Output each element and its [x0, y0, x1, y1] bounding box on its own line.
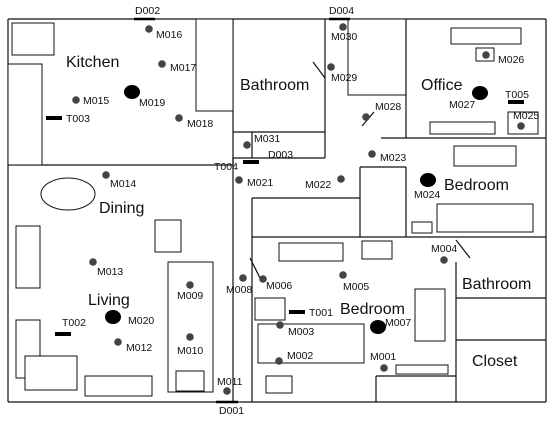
motion-sensor-m021: [235, 176, 243, 184]
motion-sensor-m016: [145, 25, 153, 33]
interior-walls: [7, 18, 546, 402]
motion-label-m018: M018: [187, 118, 213, 130]
motion-sensors: M016 M017 M015 M019 M018 M030 M029 M026 …: [72, 23, 539, 395]
motion-sensor-m002: [275, 357, 283, 365]
room-label-bathroom-top: Bathroom: [240, 77, 309, 94]
motion-sensor-m023: [368, 150, 376, 158]
room-label-bathroom-right: Bathroom: [462, 276, 531, 293]
motion-sensor-m014: [102, 171, 110, 179]
motion-sensor-m017: [158, 60, 166, 68]
temp-label-t001: T001: [309, 307, 333, 319]
motion-label-m010: M010: [177, 345, 203, 357]
door-label-d002: D002: [135, 5, 160, 17]
motion-sensor-m006: [259, 275, 267, 283]
motion-sensor-m022: [337, 175, 345, 183]
motion-label-m022: M022: [305, 179, 331, 191]
room-label-bedroom-center: Bedroom: [340, 301, 405, 318]
motion-sensor-m005: [339, 271, 347, 279]
motion-label-m019: M019: [139, 97, 165, 109]
motion-sensor-m010: [186, 333, 194, 341]
temp-sensor-t005: [508, 100, 524, 104]
temp-sensor-t002: [55, 332, 71, 336]
temp-sensor-t003: [46, 116, 62, 120]
motion-sensor-m015: [72, 96, 80, 104]
motion-sensor-m031: [243, 141, 251, 149]
motion-label-m031: M031: [254, 133, 280, 145]
room-label-kitchen: Kitchen: [66, 54, 119, 71]
room-labels: Kitchen Bathroom Office Dining Bedroom L…: [66, 54, 531, 370]
door-label-d003: D003: [268, 149, 293, 161]
motion-label-m002: M002: [287, 350, 313, 362]
motion-sensor-m003: [276, 321, 284, 329]
temp-sensor-t004: [243, 160, 259, 164]
motion-label-m006: M006: [266, 280, 292, 292]
motion-label-m020: M020: [128, 315, 154, 327]
room-label-closet: Closet: [472, 353, 518, 370]
motion-label-m003: M003: [288, 326, 314, 338]
motion-label-m015: M015: [83, 95, 109, 107]
motion-label-m014: M014: [110, 178, 136, 190]
motion-sensor-m009: [186, 281, 194, 289]
motion-sensor-m007: [370, 320, 386, 334]
motion-label-m024: M024: [414, 189, 440, 201]
motion-sensor-m024: [420, 173, 436, 187]
motion-label-m027: M027: [449, 99, 475, 111]
motion-label-m017: M017: [170, 62, 196, 74]
motion-label-m012: M012: [126, 342, 152, 354]
motion-label-m011: M011: [217, 376, 243, 388]
motion-sensor-m004: [440, 256, 448, 264]
motion-sensor-m020: [105, 310, 121, 324]
motion-sensor-m001: [380, 364, 388, 372]
motion-label-m013: M013: [97, 266, 123, 278]
temp-label-t004: T004: [214, 161, 238, 173]
motion-label-m029: M029: [331, 72, 357, 84]
motion-sensor-m012: [114, 338, 122, 346]
motion-sensor-m030: [339, 23, 347, 31]
motion-sensor-m028: [362, 113, 370, 121]
motion-sensor-m025: [517, 122, 525, 130]
room-label-dining: Dining: [99, 200, 144, 217]
temperature-sensors: T003 T004 T005 T001 T002: [46, 89, 529, 336]
furniture: [11, 22, 539, 397]
motion-label-m028: M028: [375, 101, 401, 113]
room-label-office: Office: [421, 77, 463, 94]
motion-label-m001: M001: [370, 351, 396, 363]
motion-label-m026: M026: [498, 54, 524, 66]
temp-sensor-t001: [289, 310, 305, 314]
motion-label-m021: M021: [247, 177, 273, 189]
door-label-d001: D001: [219, 405, 244, 417]
motion-label-m023: M023: [380, 152, 406, 164]
motion-sensor-m008: [239, 274, 247, 282]
motion-label-m009: M009: [177, 290, 203, 302]
room-label-bedroom-right: Bedroom: [444, 177, 509, 194]
room-label-living: Living: [88, 292, 130, 309]
motion-sensor-m013: [89, 258, 97, 266]
motion-label-m016: M016: [156, 29, 182, 41]
motion-label-m004: M004: [431, 243, 457, 255]
temp-label-t003: T003: [66, 113, 90, 125]
motion-sensor-m011: [223, 387, 231, 395]
motion-label-m007: M007: [385, 317, 411, 329]
motion-sensor-m019: [124, 85, 140, 99]
motion-label-m025: M025: [513, 110, 539, 122]
door-label-d004: D004: [329, 5, 354, 17]
motion-sensor-m018: [175, 114, 183, 122]
motion-sensor-m027: [472, 86, 488, 100]
motion-label-m008: M008: [226, 284, 252, 296]
door-sensors: D002 D004 D003 D001: [134, 5, 354, 417]
motion-sensor-m026: [482, 51, 490, 59]
temp-label-t005: T005: [505, 89, 529, 101]
temp-label-t002: T002: [62, 317, 86, 329]
motion-sensor-m029: [327, 63, 335, 71]
motion-label-m005: M005: [343, 281, 369, 293]
motion-label-m030: M030: [331, 31, 357, 43]
